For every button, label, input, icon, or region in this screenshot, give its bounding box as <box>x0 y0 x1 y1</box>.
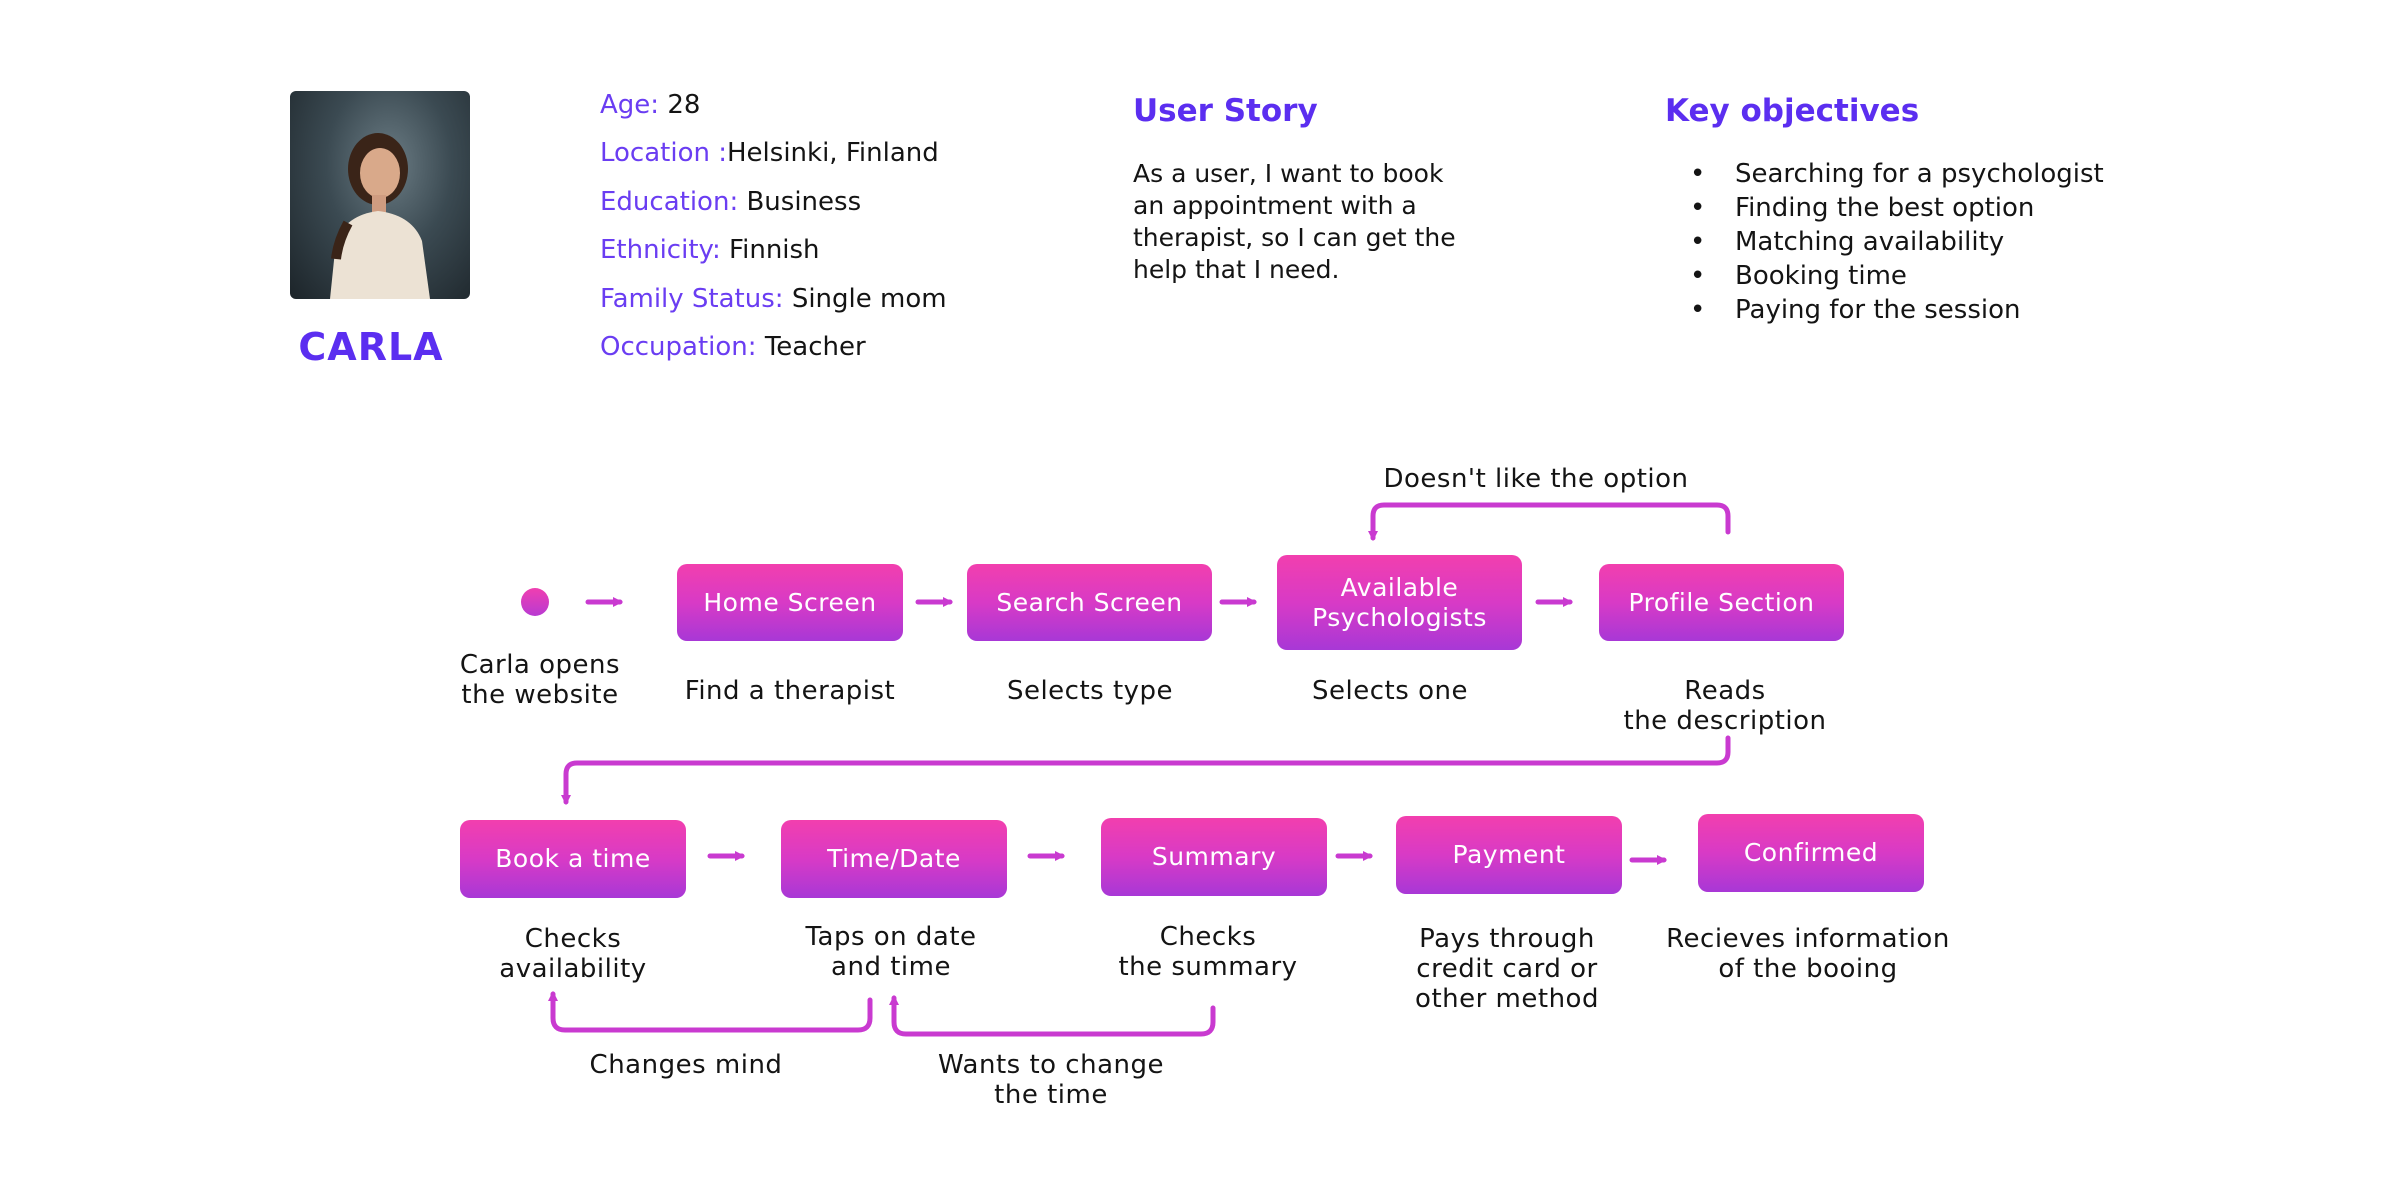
caption-line: Checks <box>524 924 622 954</box>
caption-line: Selects type <box>1006 676 1174 706</box>
node-payment: Payment <box>1396 816 1622 894</box>
caption-available-psychologists: Selects one <box>1240 676 1540 706</box>
objective-item: Matching availability <box>1680 225 2104 259</box>
arrow-profile-book <box>561 735 1731 805</box>
caption-line: the summary <box>1118 952 1298 982</box>
persona-silhouette-icon <box>330 133 430 299</box>
attr-age: Age: 28 <box>600 90 701 120</box>
objective-item: Searching for a psychologist <box>1680 157 2104 191</box>
user-story-title: User Story <box>1133 93 1318 129</box>
caption-book-a-time: Checks availability <box>423 924 723 984</box>
caption-confirmed: Recieves information of the booing <box>1638 924 1978 984</box>
persona-name: CARLA <box>298 325 444 369</box>
caption-line: Recieves information <box>1666 924 1950 954</box>
node-label: Profile Section <box>1628 587 1815 617</box>
loop-label-doesnt-like: Doesn't like the option <box>1383 464 1689 494</box>
loop-wants-change <box>889 995 1216 1037</box>
caption-line: credit card or <box>1416 954 1598 984</box>
node-label: Time/Date <box>827 844 961 873</box>
caption-time-date: Taps on date and time <box>741 922 1041 982</box>
attr-occupation: Occupation: Teacher <box>600 332 866 362</box>
node-label: Home Screen <box>703 587 877 617</box>
caption-line: the description <box>1623 706 1827 736</box>
loop-changes-mind <box>548 991 873 1033</box>
caption-line: and time <box>831 952 951 982</box>
caption-profile-section: Reads the description <box>1575 676 1875 736</box>
caption-line: other method <box>1415 984 1599 1014</box>
node-label: Available <box>1340 572 1459 602</box>
caption-line: of the booing <box>1718 954 1898 984</box>
caption-line: Reads <box>1684 676 1766 706</box>
caption-line: Checks <box>1159 922 1257 952</box>
node-home-screen: Home Screen <box>677 564 903 641</box>
user-story-text: As a user, I want to book an appointment… <box>1133 158 1533 286</box>
node-time-date: Time/Date <box>781 820 1007 898</box>
loop-label-wants-change: Wants to change the time <box>901 1050 1201 1110</box>
node-label: Confirmed <box>1743 838 1879 867</box>
node-summary: Summary <box>1101 818 1327 896</box>
caption-start: Carla opens the website <box>440 650 640 710</box>
caption-summary: Checks the summary <box>1058 922 1358 982</box>
node-label: Book a time <box>495 844 651 873</box>
key-objectives-list: Searching for a psychologist Finding the… <box>1680 157 2104 327</box>
node-search-screen: Search Screen <box>967 564 1212 641</box>
node-available-psychologists: Available Psychologists <box>1277 555 1522 650</box>
node-label: Summary <box>1151 842 1277 871</box>
objective-item: Finding the best option <box>1680 191 2104 225</box>
caption-payment: Pays through credit card or other method <box>1357 924 1657 1014</box>
caption-home-screen: Find a therapist <box>640 676 940 706</box>
caption-line: Selects one <box>1312 676 1468 706</box>
objective-item: Paying for the session <box>1680 293 2104 327</box>
user-story-line: therapist, so I can get the <box>1133 223 1456 252</box>
attr-education: Education: Business <box>600 187 862 217</box>
node-label: Search Screen <box>996 587 1183 617</box>
node-label: Payment <box>1452 840 1566 869</box>
attr-family-status: Family Status: Single mom <box>600 284 947 314</box>
objective-item: Booking time <box>1680 259 2104 293</box>
user-story-line: an appointment with a <box>1133 191 1417 220</box>
caption-line: Carla opens <box>459 650 621 680</box>
caption-line: Find a therapist <box>684 676 896 706</box>
attr-location: Location :Helsinki, Finland <box>600 138 939 168</box>
attr-ethnicity: Ethnicity: Finnish <box>600 235 820 265</box>
persona-photo <box>290 91 470 299</box>
user-story-line: help that I need. <box>1133 255 1340 284</box>
node-label: Psychologists <box>1312 602 1487 632</box>
caption-line: Pays through <box>1419 924 1595 954</box>
node-confirmed: Confirmed <box>1698 814 1924 892</box>
caption-line: Wants to change <box>937 1050 1164 1080</box>
loop-doesnt-like <box>1368 502 1731 541</box>
loop-label-changes-mind: Changes mind <box>589 1050 783 1080</box>
flow-start-dot <box>521 588 549 616</box>
user-story-line: As a user, I want to book <box>1133 159 1444 188</box>
caption-line: the website <box>461 680 619 710</box>
key-objectives-title: Key objectives <box>1665 93 1920 129</box>
caption-line: Taps on date <box>805 922 977 952</box>
node-book-a-time: Book a time <box>460 820 686 898</box>
caption-line: the time <box>994 1080 1108 1110</box>
caption-line: availability <box>499 954 647 984</box>
node-profile-section: Profile Section <box>1599 564 1844 641</box>
caption-search-screen: Selects type <box>940 676 1240 706</box>
